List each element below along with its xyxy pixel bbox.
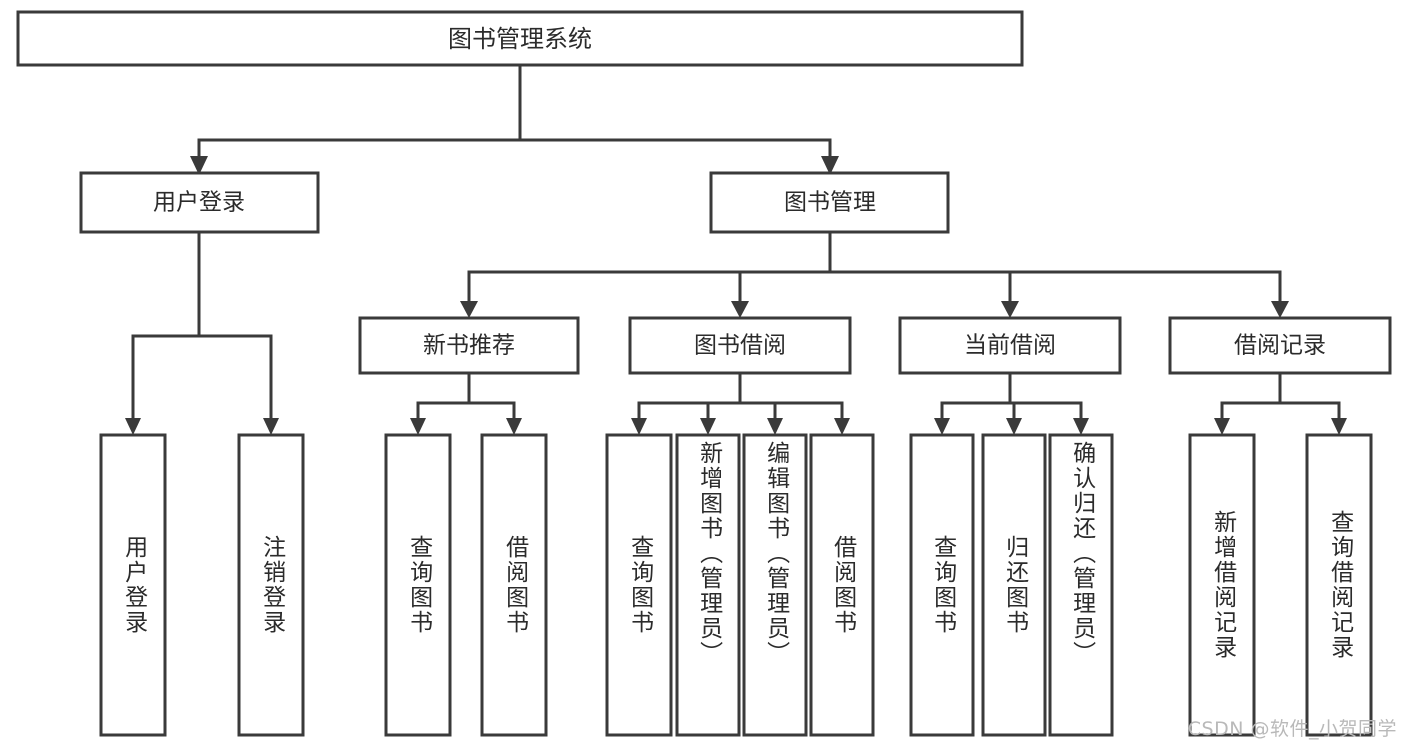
node-new-book-recommend-label: 新书推荐 [423,333,515,359]
node-borrow-records-label: 借阅记录 [1234,333,1326,359]
node-borrow-records[interactable]: 借阅记录 [1168,316,1392,375]
node-book-borrow-box [628,316,852,375]
leaf-box-add-borrow-record[interactable] [1188,433,1256,737]
arrowhead-root-to-login [190,156,208,175]
node-root-system[interactable]: 图书管理系统 [16,10,1024,67]
arrowhead-root-to-bookmgmt [821,156,839,175]
arrowhead-bookmgmt-newbook [460,301,478,318]
arrowhead-borrow-leaf-2 [700,418,716,435]
node-current-borrow[interactable]: 当前借阅 [898,316,1122,375]
node-user-login-label: 用户登录 [153,190,245,216]
arrowhead-records-leaf-1 [1214,418,1230,435]
arrowhead-login-leaf-2 [263,418,279,435]
leaf-box-layer [99,433,1373,737]
arrowhead-login-leaf-1 [125,418,141,435]
node-book-management-box [709,171,950,234]
node-book-management-label: 图书管理 [784,190,876,216]
leaf-box-query-book-borrow[interactable] [605,433,673,737]
arrowhead-bookmgmt-records [1271,301,1289,318]
arrowhead-newbook-leaf-2 [506,418,522,435]
arrowhead-current-leaf-2 [1006,418,1022,435]
node-current-borrow-label: 当前借阅 [964,333,1056,359]
arrowhead-newbook-leaf-1 [410,418,426,435]
node-new-book-recommend-box [358,316,580,375]
leaf-box-user-login[interactable] [99,433,167,737]
leaf-box-edit-book-admin[interactable] [742,433,808,737]
arrowhead-bookmgmt-borrow [731,301,749,318]
node-new-book-recommend[interactable]: 新书推荐 [358,316,580,375]
connector-layer [125,63,1347,435]
leaf-box-add-book-admin[interactable] [675,433,741,737]
node-root-system-label: 图书管理系统 [448,25,592,53]
arrowhead-borrow-leaf-1 [631,418,647,435]
node-book-borrow-label: 图书借阅 [694,333,786,359]
leaf-box-logout[interactable] [237,433,305,737]
node-user-login-box [79,171,320,234]
arrowhead-current-leaf-1 [934,418,950,435]
node-book-borrow[interactable]: 图书借阅 [628,316,852,375]
leaf-box-borrow-book-new[interactable] [480,433,548,737]
arrowhead-borrow-leaf-4 [834,418,850,435]
node-book-management[interactable]: 图书管理 [709,171,950,234]
node-current-borrow-box [898,316,1122,375]
arrowhead-bookmgmt-current [1001,301,1019,318]
leaf-box-borrow-book[interactable] [809,433,875,737]
leaf-box-query-borrow-record[interactable] [1305,433,1373,737]
leaf-box-query-book-current[interactable] [909,433,975,737]
leaf-box-return-book[interactable] [981,433,1047,737]
node-root-system-box [16,10,1024,67]
node-borrow-records-box [1168,316,1392,375]
arrowhead-records-leaf-2 [1331,418,1347,435]
node-user-login[interactable]: 用户登录 [79,171,320,234]
leaf-box-confirm-return-admin[interactable] [1048,433,1114,737]
arrowhead-current-leaf-3 [1073,418,1089,435]
arrowhead-borrow-leaf-3 [767,418,783,435]
leaf-box-query-book-new[interactable] [384,433,452,737]
